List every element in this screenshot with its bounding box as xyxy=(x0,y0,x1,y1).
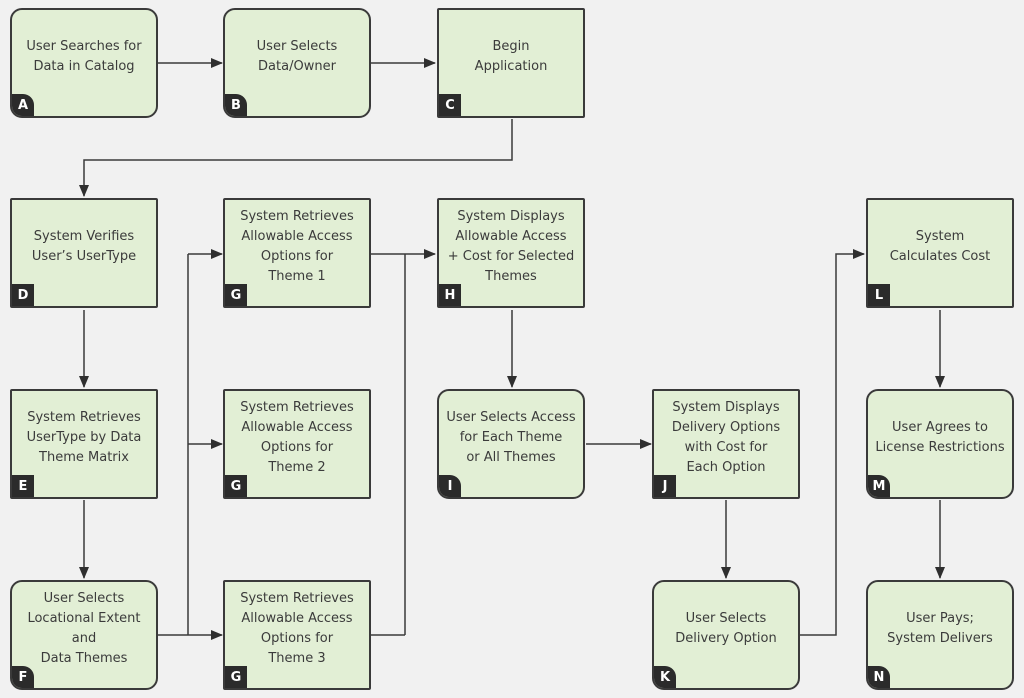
step-b-text: User Selects Data/Owner xyxy=(256,39,338,74)
step-g-theme1-box: System Retrieves Allowable Access Option… xyxy=(223,198,371,308)
step-j-box: System Displays Delivery Options with Co… xyxy=(652,389,800,499)
step-d-text: System Verifies User’s UserType xyxy=(31,229,137,264)
step-g-theme1-badge: G xyxy=(225,284,247,306)
step-a-text: User Searches for Data in Catalog xyxy=(26,39,142,74)
step-j-badge: J xyxy=(654,475,676,497)
step-f-text: User Selects Locational Extent and Data … xyxy=(27,591,141,666)
step-f-badge: F xyxy=(12,666,34,688)
step-d-badge: D xyxy=(12,284,34,306)
step-i-badge: I xyxy=(439,475,461,497)
step-g-theme3-text: System Retrieves Allowable Access Option… xyxy=(240,591,354,666)
step-b-badge: B xyxy=(225,94,247,116)
step-b-box: User Selects Data/Owner B xyxy=(223,8,371,118)
step-m-badge: M xyxy=(868,475,890,497)
step-e-badge: E xyxy=(12,475,34,497)
step-n-badge: N xyxy=(868,666,890,688)
step-h-text: System Displays Allowable Access + Cost … xyxy=(447,209,575,284)
step-h-box: System Displays Allowable Access + Cost … xyxy=(437,198,585,308)
step-m-box: User Agrees to License Restrictions M xyxy=(866,389,1014,499)
step-c-badge: C xyxy=(439,94,461,116)
step-k-box: User Selects Delivery Option K xyxy=(652,580,800,690)
step-l-box: System Calculates Cost L xyxy=(866,198,1014,308)
step-a-box: User Searches for Data in Catalog A xyxy=(10,8,158,118)
step-m-text: User Agrees to License Restrictions xyxy=(875,420,1005,455)
step-n-box: User Pays; System Delivers N xyxy=(866,580,1014,690)
step-e-text: System Retrieves UserType by Data Theme … xyxy=(26,410,142,465)
step-c-box: Begin Application C xyxy=(437,8,585,118)
step-g-theme3-badge: G xyxy=(225,666,247,688)
step-g-theme2-badge: G xyxy=(225,475,247,497)
step-d-box: System Verifies User’s UserType D xyxy=(10,198,158,308)
step-k-badge: K xyxy=(654,666,676,688)
arrow-c-to-d xyxy=(79,119,513,197)
step-i-box: User Selects Access for Each Theme or Al… xyxy=(437,389,585,499)
step-i-text: User Selects Access for Each Theme or Al… xyxy=(446,410,576,465)
step-g-theme2-text: System Retrieves Allowable Access Option… xyxy=(240,400,354,475)
step-a-badge: A xyxy=(12,94,34,116)
step-k-text: User Selects Delivery Option xyxy=(675,611,777,646)
step-h-badge: H xyxy=(439,284,461,306)
step-l-text: System Calculates Cost xyxy=(889,229,991,264)
step-j-text: System Displays Delivery Options with Co… xyxy=(671,400,781,475)
step-f-box: User Selects Locational Extent and Data … xyxy=(10,580,158,690)
step-e-box: System Retrieves UserType by Data Theme … xyxy=(10,389,158,499)
step-c-text: Begin Application xyxy=(474,39,548,74)
step-g-theme3-box: System Retrieves Allowable Access Option… xyxy=(223,580,371,690)
step-l-badge: L xyxy=(868,284,890,306)
step-g-theme2-box: System Retrieves Allowable Access Option… xyxy=(223,389,371,499)
step-g-theme1-text: System Retrieves Allowable Access Option… xyxy=(240,209,354,284)
step-n-text: User Pays; System Delivers xyxy=(887,611,993,646)
arrow-k-to-l xyxy=(800,249,865,636)
